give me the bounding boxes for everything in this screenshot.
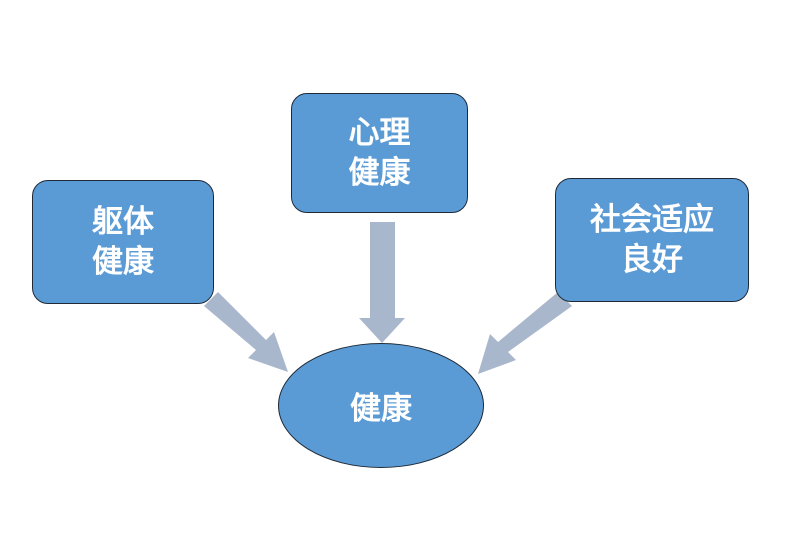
node-label: 健康 (92, 244, 154, 280)
node-mental-health: 心理健康 (291, 93, 468, 213)
arrow-mental-to-health (359, 222, 405, 343)
node-physical-health: 躯体健康 (32, 180, 214, 304)
node-label: 健康 (350, 391, 412, 427)
node-label: 社会适应 (590, 202, 714, 238)
arrow-social-to-health (478, 292, 572, 374)
node-label: 健康 (348, 155, 411, 191)
node-label: 躯体 (92, 204, 154, 240)
node-label: 心理 (348, 115, 411, 151)
node-label: 良好 (621, 242, 683, 278)
arrow-physical-to-health (204, 292, 288, 372)
node-social-adaptation: 社会适应良好 (555, 178, 749, 302)
node-health: 健康 (278, 343, 484, 468)
